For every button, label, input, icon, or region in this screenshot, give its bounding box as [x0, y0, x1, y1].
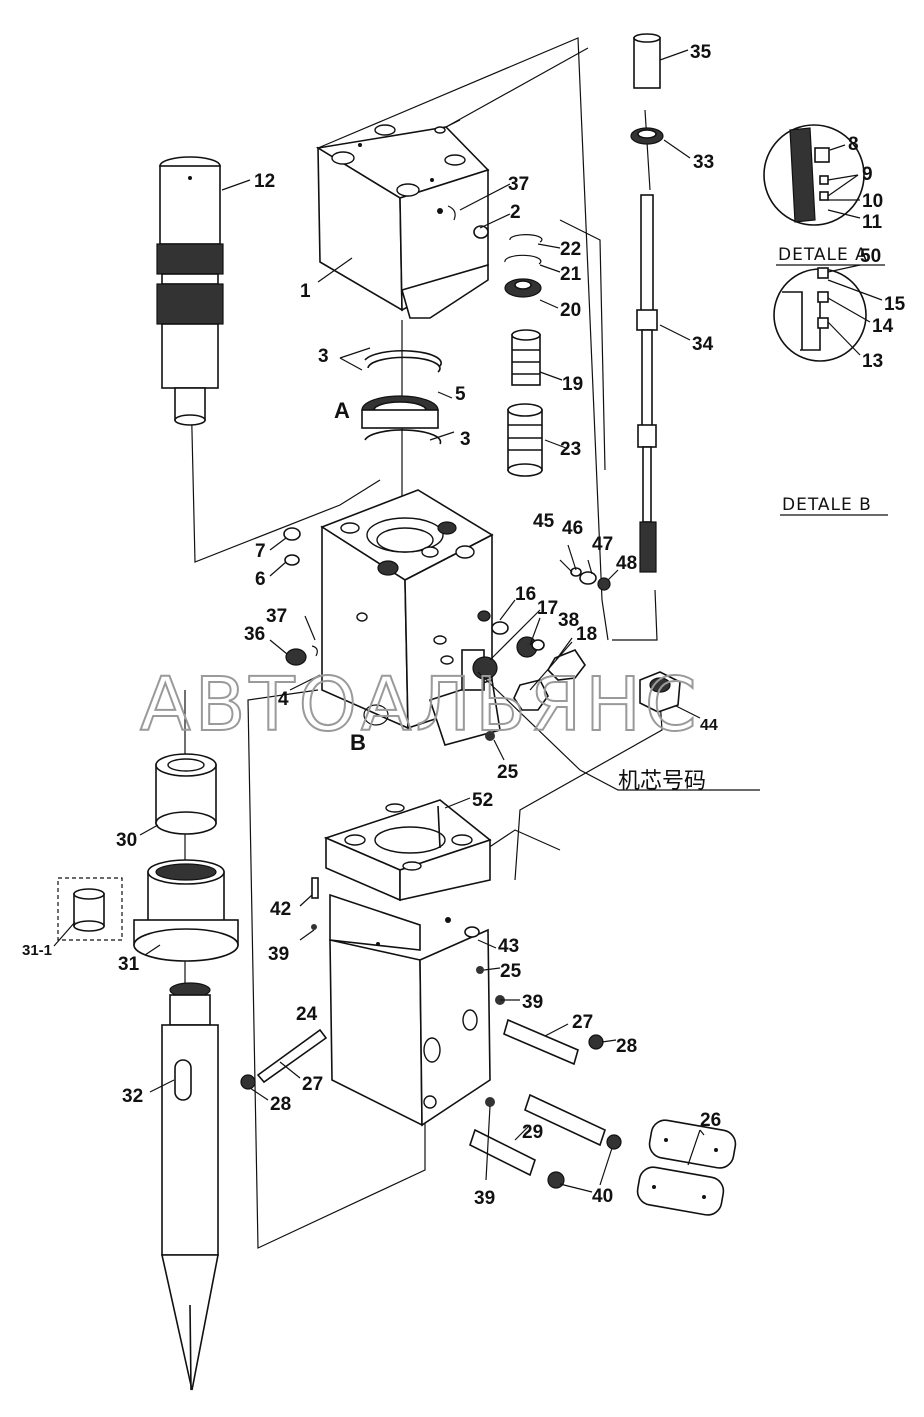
detail-a: [763, 124, 885, 266]
label-part-16: 16: [515, 584, 536, 605]
detail-a-label-8: 8: [848, 134, 859, 155]
label-part-24: 24: [296, 1004, 318, 1025]
label-part-4: 4: [278, 689, 289, 710]
label-part-26: 26: [700, 1110, 721, 1131]
label-part-39c: 39: [474, 1188, 495, 1209]
side-fittings: [285, 567, 681, 741]
label-part-39a: 39: [268, 944, 289, 965]
chisel-32: [161, 982, 219, 1391]
label-part-23: 23: [560, 439, 581, 460]
front-cover-31: [133, 859, 239, 962]
label-part-47: 47: [592, 534, 613, 555]
label-part-29: 29: [522, 1122, 543, 1143]
label-part-46: 46: [562, 518, 583, 539]
label-part-1: 1: [300, 281, 311, 302]
label-part-28a: 28: [616, 1036, 637, 1057]
part-labels: 1 2 3 3 4 5 6 7 12 16 17 18 19 20 21 22 …: [22, 42, 721, 1209]
label-part-6: 6: [255, 569, 266, 590]
label-part-52: 52: [472, 790, 493, 811]
label-part-38: 38: [558, 610, 579, 631]
detail-b-label-50: 50: [860, 246, 881, 267]
cylinder-head-1: [315, 124, 490, 319]
label-part-48: 48: [616, 553, 637, 574]
plug-6-7: [283, 527, 301, 566]
label-part-7: 7: [255, 541, 266, 562]
valve-19: [511, 329, 541, 386]
detail-a-labels: 8 9 10 11 DETALE A: [778, 134, 883, 265]
detail-a-label-11: 11: [862, 212, 883, 233]
label-part-21: 21: [560, 264, 582, 285]
label-part-37a: 37: [508, 174, 529, 195]
label-part-17: 17: [537, 598, 558, 619]
label-part-35: 35: [690, 42, 712, 63]
front-head-24: [323, 799, 492, 1127]
marker-b: B: [350, 730, 366, 755]
label-part-18: 18: [576, 624, 597, 645]
label-part-2: 2: [510, 202, 521, 223]
detail-b-title: DETALE B: [782, 495, 872, 515]
detail-b-labels: 50 15 14 13 DETALE B: [782, 246, 906, 515]
piston-12: [156, 156, 224, 426]
detail-b-label-13: 13: [862, 351, 883, 372]
bushing-30: [155, 753, 217, 835]
label-part-42: 42: [270, 899, 291, 920]
label-part-32: 32: [122, 1086, 143, 1107]
label-part-3a: 3: [318, 346, 329, 367]
label-part-20: 20: [560, 300, 581, 321]
label-part-34: 34: [692, 334, 714, 355]
label-part-19: 19: [562, 374, 583, 395]
label-part-33: 33: [693, 152, 714, 173]
bushing-31-1: [57, 877, 123, 941]
label-part-31-1: 31-1: [22, 942, 52, 959]
tie-rod-33-34-35: [630, 33, 664, 573]
detail-b: [773, 264, 888, 516]
core-number-label: 机芯号码: [618, 769, 706, 794]
detail-a-label-10: 10: [862, 191, 883, 212]
seal-rings-3-5: [361, 349, 442, 445]
label-part-39b: 39: [522, 992, 543, 1013]
side-plates-26: [636, 1119, 737, 1216]
label-part-45: 45: [533, 511, 555, 532]
watermark: АВТОАЛЬЯНС: [140, 662, 701, 748]
small-parts-upper: [447, 205, 543, 298]
valve-sleeve-23: [507, 403, 543, 477]
label-part-40: 40: [592, 1186, 613, 1207]
leader-lines: [53, 49, 760, 1193]
label-part-27b: 27: [302, 1074, 323, 1095]
label-part-12: 12: [254, 171, 275, 192]
label-part-25a: 25: [497, 762, 519, 783]
label-part-5: 5: [455, 384, 466, 405]
label-part-3b: 3: [460, 429, 471, 450]
detail-a-title: DETALE A: [778, 245, 868, 265]
cylinder-body-4: [320, 489, 501, 746]
label-part-28b: 28: [270, 1094, 291, 1115]
detail-b-label-14: 14: [872, 316, 894, 337]
label-part-43: 43: [498, 936, 519, 957]
label-part-31: 31: [118, 954, 140, 975]
label-part-27a: 27: [572, 1012, 593, 1033]
label-part-30: 30: [116, 830, 137, 851]
marker-a: A: [334, 398, 350, 423]
label-part-44: 44: [700, 717, 718, 734]
label-part-22: 22: [560, 239, 581, 260]
detail-a-label-9: 9: [862, 164, 873, 185]
label-part-36: 36: [244, 624, 265, 645]
label-part-25b: 25: [500, 961, 522, 982]
label-part-37b: 37: [266, 606, 287, 627]
detail-b-label-15: 15: [884, 294, 906, 315]
